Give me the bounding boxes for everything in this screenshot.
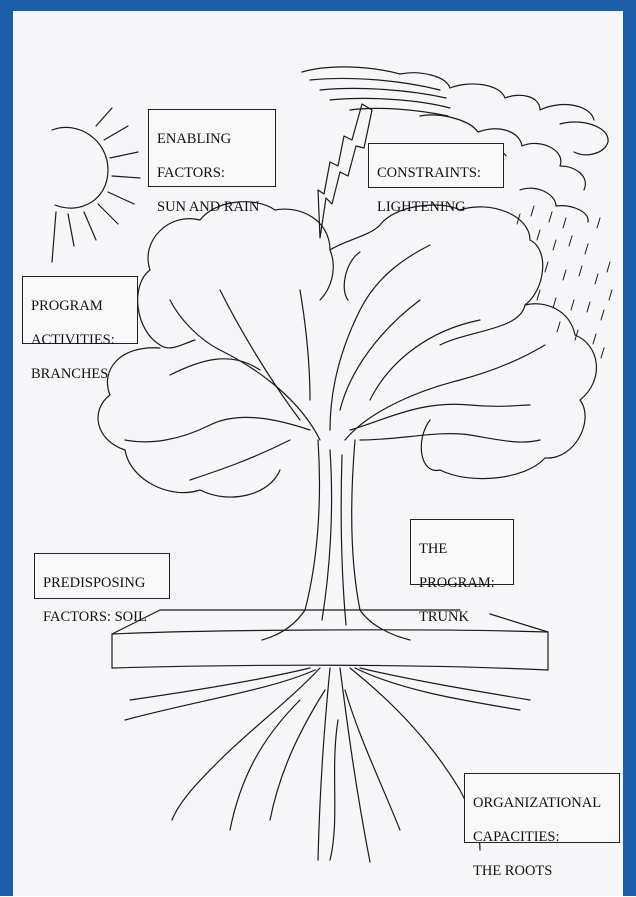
tree-canopy (97, 201, 597, 498)
label-line: FACTORS: (157, 165, 225, 181)
label-line: PROGRAM: (419, 575, 495, 591)
label-line: PREDISPOSING (43, 575, 146, 591)
label-line: PROGRAM (31, 298, 103, 314)
label-the-program: THE PROGRAM: TRUNK (410, 519, 514, 625)
label-line: TRUNK (419, 609, 469, 625)
label-line: ORGANIZATIONAL (473, 795, 602, 811)
lightning-icon (317, 103, 373, 239)
label-line: CONSTRAINTS: (377, 165, 481, 181)
label-line: THE (419, 541, 448, 557)
label-line: ACTIVITIES: (31, 332, 115, 348)
label-program-activities: PROGRAM ACTIVITIES: BRANCHES (22, 276, 138, 382)
label-line: SUN AND RAIN (157, 199, 260, 215)
label-constraints: CONSTRAINTS: LIGHTENING (368, 143, 504, 215)
label-line: LIGHTENING (377, 199, 466, 215)
label-line: FACTORS: SOIL (43, 609, 147, 625)
rain-icon (516, 205, 613, 359)
soil-slab (111, 609, 549, 671)
tree-trunk (261, 439, 411, 641)
cloud-icon (301, 66, 609, 223)
label-line: ENABLING (157, 131, 232, 147)
tree-branches (124, 244, 546, 481)
sun-icon (51, 107, 141, 263)
label-line: BRANCHES (31, 366, 109, 382)
label-line: CAPACITIES: (473, 829, 560, 845)
label-line: THE ROOTS (473, 863, 553, 879)
label-enabling-factors: ENABLING FACTORS: SUN AND RAIN (148, 109, 276, 215)
label-predisposing-factors: PREDISPOSING FACTORS: SOIL (34, 553, 170, 625)
label-organizational-capacities: ORGANIZATIONAL CAPACITIES: THE ROOTS (464, 773, 620, 879)
